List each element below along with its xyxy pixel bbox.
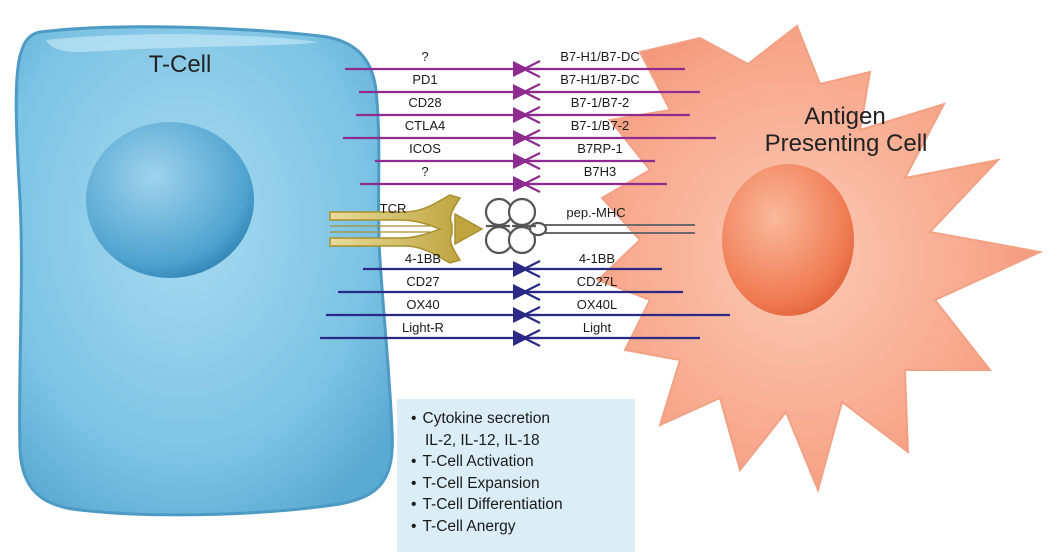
purple-ligand-arrow [513,176,529,192]
apc-nucleus [722,164,854,316]
blue-receptor-label: OX40 [406,297,439,312]
outcome-list: Cytokine secretion IL-2, IL-12, IL-18 T-… [411,408,625,537]
purple-ligand-arrow [513,153,529,169]
blue-ligand-label: CD27L [577,274,617,289]
tcr-arrowhead [454,212,484,246]
purple-ligand-label: B7-H1/B7-DC [560,72,639,87]
blue-pair: 4-1BB 4-1BB [363,251,662,278]
peptide-mhc-icon [484,197,548,255]
apc-title-line1: Antigen [804,103,885,130]
blue-ligand-arrow [513,307,529,323]
blue-ligand-arrow [513,284,529,300]
outcome-item: T-Cell Expansion [411,473,625,495]
outcome-item: T-Cell Anergy [411,516,625,538]
purple-ligand-arrow [513,84,529,100]
blue-pair: Light-R Light [320,320,700,347]
blue-ligand-label: 4-1BB [579,251,615,266]
purple-pair: ICOS B7RP-1 [375,141,655,170]
purple-ligand-label: B7-1/B7-2 [571,95,630,110]
purple-ligand-arrow [513,61,529,77]
outcome-subitem: IL-2, IL-12, IL-18 [425,431,540,449]
purple-pair: CD28 B7-1/B7-2 [356,95,690,124]
purple-pair: PD1 B7-H1/B7-DC [359,72,700,101]
outcome-box: Cytokine secretion IL-2, IL-12, IL-18 T-… [397,399,635,552]
purple-pair: CTLA4 B7-1/B7-2 [343,118,716,147]
blue-pair: CD27 CD27L [338,274,683,301]
tcr-label: TCR [380,201,407,216]
purple-pair: ? B7H3 [360,164,667,193]
purple-receptor-label: ? [421,164,428,179]
mhc-label: pep.-MHC [566,205,625,220]
t-cell-nucleus [86,122,254,278]
purple-receptor-label: CTLA4 [405,118,445,133]
purple-receptor-label: CD28 [408,95,441,110]
blue-ligand-label: Light [583,320,612,335]
outcome-item: T-Cell Activation [411,451,625,473]
purple-pair: ? B7-H1/B7-DC [345,49,685,78]
purple-receptor-label: ? [421,49,428,64]
blue-ligand-arrow [513,261,529,277]
purple-receptor-label: PD1 [412,72,437,87]
blue-receptor-label: CD27 [406,274,439,289]
blue-pair: OX40 OX40L [326,297,730,324]
tcr-icon [329,194,462,264]
purple-ligand-label: B7RP-1 [577,141,623,156]
t-cell [14,25,394,517]
blue-receptor-label: Light-R [402,320,444,335]
outcome-item: Cytokine secretion [411,408,625,430]
outcome-item: T-Cell Differentiation [411,494,625,516]
tcell-title: T-Cell [149,51,212,78]
blue-ligand-label: OX40L [577,297,617,312]
blue-receptor-label: 4-1BB [405,251,441,266]
purple-ligand-label: B7H3 [584,164,617,179]
purple-receptor-label: ICOS [409,141,441,156]
blue-ligand-arrow [513,330,529,346]
purple-ligand-arrow [513,107,529,123]
purple-ligand-label: B7-1/B7-2 [571,118,630,133]
tcr-complex: TCR pep.-MHC [329,194,695,264]
apc-cell [596,24,1044,494]
purple-ligand-arrow [513,130,529,146]
apc-title-line2: Presenting Cell [765,130,928,157]
t-cell-highlight [46,34,318,52]
purple-ligand-label: B7-H1/B7-DC [560,49,639,64]
